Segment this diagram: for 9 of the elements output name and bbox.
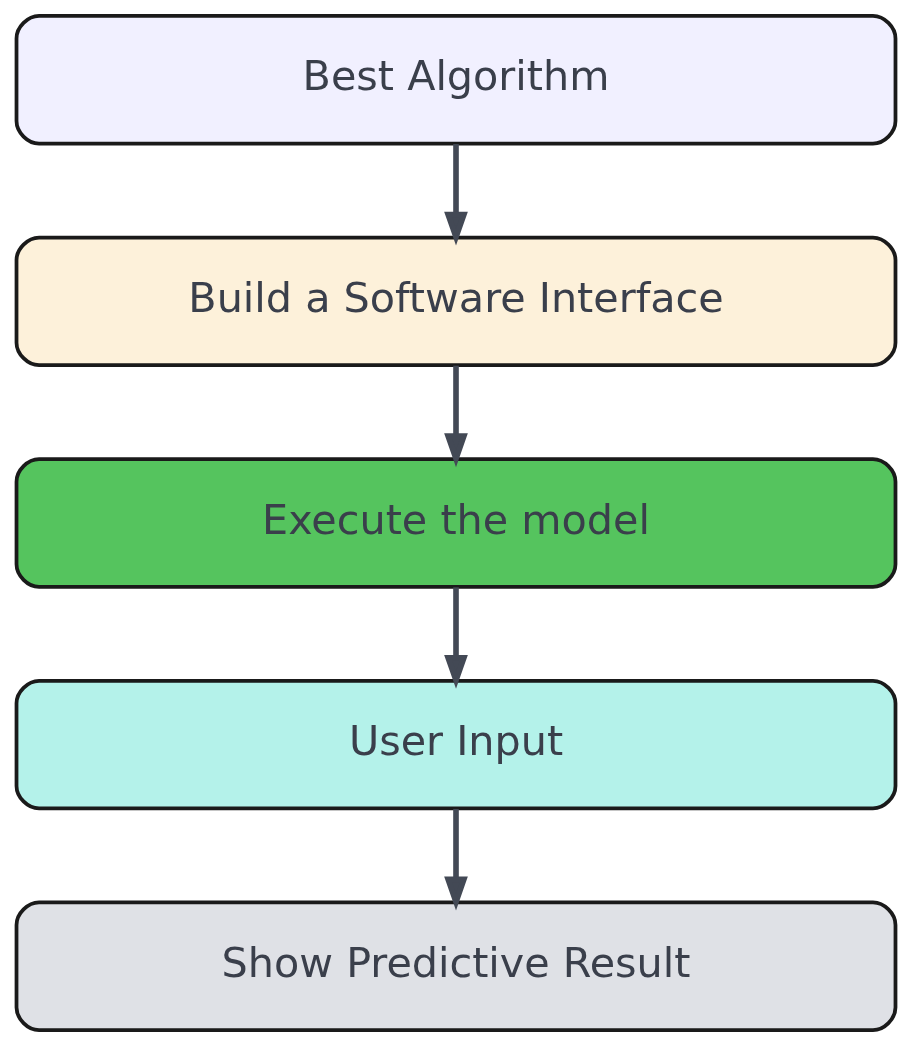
node-box: Build a Software Interface <box>14 235 897 368</box>
arrow <box>443 808 468 911</box>
node-box: Execute the model <box>14 457 897 589</box>
arrow <box>443 365 468 468</box>
node-box: Best Algorithm <box>14 14 897 146</box>
node-box: User Input <box>14 678 897 811</box>
node-box: Show Predictive Result <box>14 900 897 1032</box>
arrow <box>443 587 468 689</box>
arrow <box>443 144 468 246</box>
